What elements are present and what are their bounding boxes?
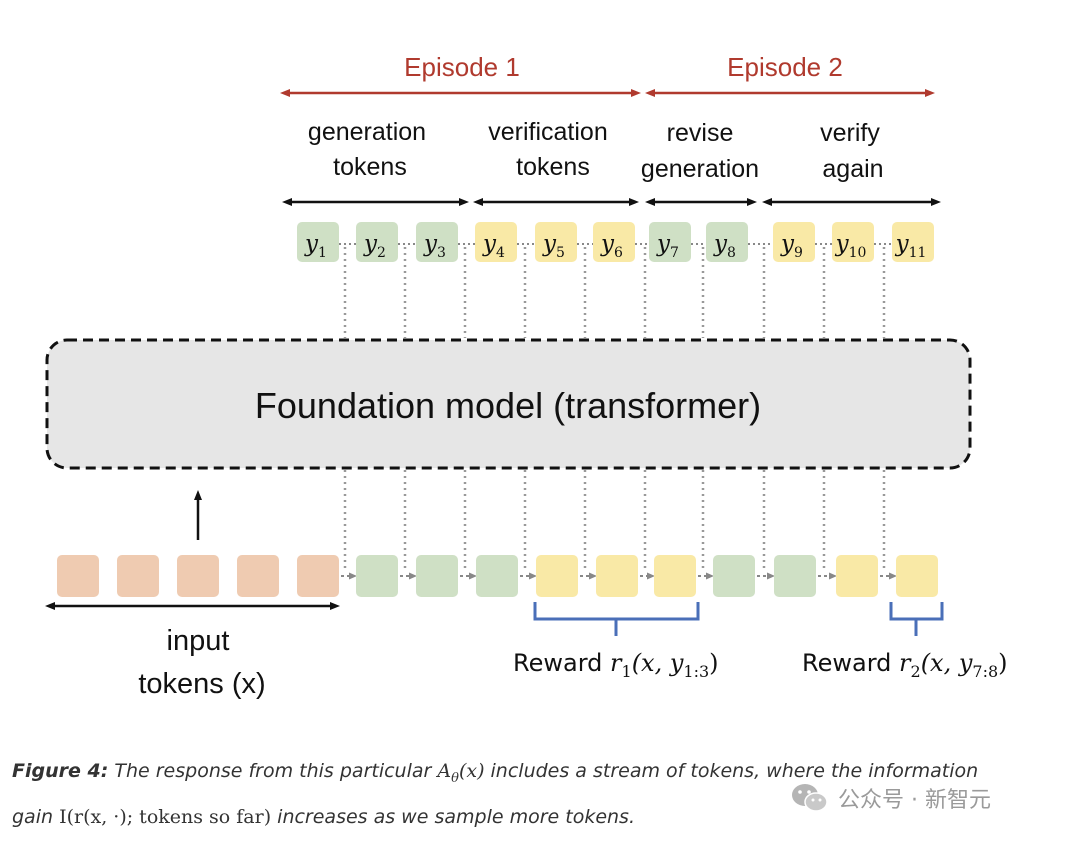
output-token-row: y1 y2 y3 y4 y5 y6 y7 y8 y9 y10 y11 <box>297 222 934 262</box>
segment-generation-label-line1: generation <box>308 118 426 146</box>
vertical-dotted-links <box>343 247 886 572</box>
input-token <box>297 555 339 597</box>
episode-1-label: Episode 1 <box>404 52 520 82</box>
output-token-11 <box>892 222 934 262</box>
output-token-6 <box>593 222 635 262</box>
segment-revise-label-line2: generation <box>641 155 759 183</box>
episode-2-label: Episode 2 <box>727 52 843 82</box>
generated-token-4 <box>536 555 578 597</box>
output-token-3 <box>416 222 458 262</box>
output-token-7 <box>649 222 691 262</box>
caption-text-3: gain <box>12 805 60 828</box>
output-token-label-11: y11 <box>895 231 927 261</box>
caption-math-policy: Aθ(x) <box>437 760 485 786</box>
output-token-label-7: y7 <box>656 231 679 261</box>
caption-math-info-gain: I(r(x, ·); tokens so far) <box>59 805 272 828</box>
output-token-label-6: y6 <box>600 231 623 261</box>
output-token-label-2: y2 <box>363 231 386 261</box>
output-token-10 <box>832 222 874 262</box>
generated-token-1 <box>356 555 398 597</box>
foundation-model-box <box>45 338 972 470</box>
input-token <box>57 555 99 597</box>
generated-token-6 <box>654 555 696 597</box>
output-token-label-3: y3 <box>423 231 446 261</box>
segment-verification-label-line2: tokens <box>516 153 590 181</box>
reward-1-bracket <box>533 602 700 636</box>
figure-caption: Figure 4: The response from this particu… <box>12 752 1072 836</box>
output-token-4 <box>475 222 517 262</box>
output-token-label-5: y5 <box>542 231 565 261</box>
input-token <box>237 555 279 597</box>
output-token-9 <box>773 222 815 262</box>
wechat-icon <box>792 784 828 812</box>
foundation-model-label: Foundation model (transformer) <box>255 385 761 426</box>
bottom-token-row <box>57 555 938 597</box>
watermark-text: 公众号 · 新智元 <box>838 788 991 813</box>
output-token-1 <box>297 222 339 262</box>
segment-verify-again-label-line2: again <box>822 155 883 183</box>
output-token-label-8: y8 <box>713 231 736 261</box>
output-token-8 <box>706 222 748 262</box>
output-token-label-9: y9 <box>780 231 803 261</box>
output-token-label-10: y10 <box>835 231 867 261</box>
reward-2-bracket <box>889 602 944 636</box>
generated-token-3 <box>476 555 518 597</box>
reward-1-label: Reward r1(x, y1:3) <box>513 649 719 681</box>
generated-token-10 <box>896 555 938 597</box>
generated-token-5 <box>596 555 638 597</box>
generated-token-8 <box>774 555 816 597</box>
diagram-canvas: Episode 1 Episode 2 generation tokens ve… <box>45 52 1008 700</box>
output-token-label-4: y4 <box>482 231 505 261</box>
segment-revise-label-line1: revise <box>667 119 734 147</box>
input-token <box>117 555 159 597</box>
caption-text-4: increases as we sample more tokens. <box>271 805 635 828</box>
generated-token-9 <box>836 555 878 597</box>
generated-token-2 <box>416 555 458 597</box>
caption-figure-label: Figure 4: <box>12 760 109 782</box>
input-label-line2: tokens (x) <box>138 668 265 700</box>
segment-verify-again-label-line1: verify <box>820 119 880 147</box>
caption-text-2: includes a stream of tokens, where the i… <box>484 760 979 782</box>
output-token-label-1: y1 <box>304 231 327 261</box>
output-token-5 <box>535 222 577 262</box>
input-label-line1: input <box>167 625 230 657</box>
segment-verification-label-line1: verification <box>488 118 608 146</box>
reward-2-label: Reward r2(x, y7:8) <box>802 649 1008 681</box>
segment-generation-label-line2: tokens <box>333 153 407 181</box>
input-token <box>177 555 219 597</box>
caption-text-1: The response from this particular <box>108 760 438 782</box>
output-token-2 <box>356 222 398 262</box>
watermark: 公众号 · 新智元 <box>790 778 991 818</box>
generated-token-7 <box>713 555 755 597</box>
